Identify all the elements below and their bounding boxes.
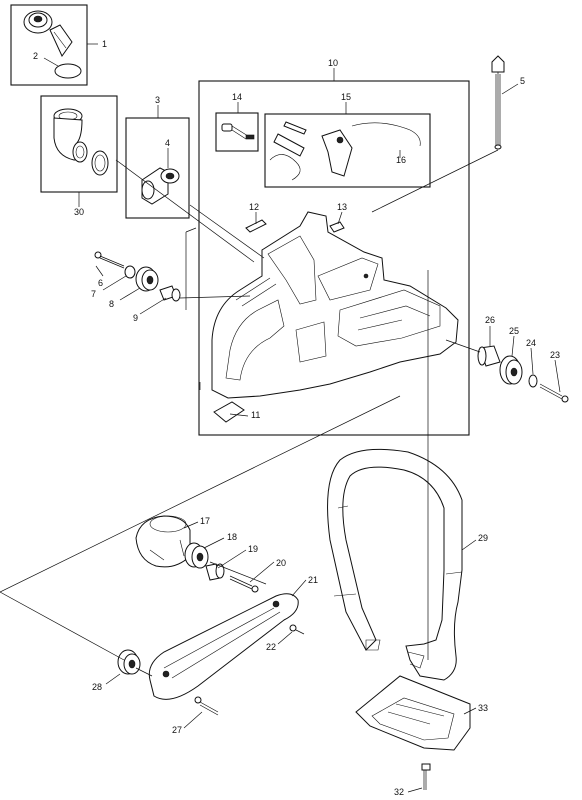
callout-3: 3 xyxy=(155,95,160,105)
callout-30: 30 xyxy=(74,207,84,217)
damper-part xyxy=(141,167,180,205)
washer-24-part xyxy=(528,374,538,388)
clip-part xyxy=(329,221,345,233)
collar-19-part xyxy=(205,563,225,581)
callout-12: 12 xyxy=(249,202,259,212)
pad-part xyxy=(213,401,245,423)
bolt-23-part xyxy=(539,383,569,403)
screw-32-part xyxy=(421,763,431,790)
callout-26: 26 xyxy=(485,315,495,325)
callout-9: 9 xyxy=(133,313,138,323)
callout-13: 13 xyxy=(337,202,347,212)
callout-11: 11 xyxy=(251,410,260,420)
bolt-27-part xyxy=(194,696,219,716)
damper-25-part xyxy=(499,355,523,385)
bolt-6-part xyxy=(94,251,125,269)
damper-28-part xyxy=(117,649,141,675)
leader-lines xyxy=(0,43,561,793)
callout-7: 7 xyxy=(91,289,96,299)
callout-27: 27 xyxy=(172,725,182,735)
callout-20: 20 xyxy=(276,558,286,568)
long-bolt-part xyxy=(491,55,505,150)
callout-22: 22 xyxy=(266,642,276,652)
callout-2: 2 xyxy=(33,51,38,61)
callout-24: 24 xyxy=(526,338,536,348)
callout-18: 18 xyxy=(227,532,237,542)
washer-7-part xyxy=(124,265,136,279)
callout-14: 14 xyxy=(232,92,242,102)
callout-16: 16 xyxy=(396,155,406,165)
callout-29: 29 xyxy=(478,533,488,543)
front-handle-part xyxy=(327,448,463,681)
screw-22-part xyxy=(289,624,305,635)
callout-17: 17 xyxy=(200,516,210,526)
callout-4: 4 xyxy=(165,138,170,148)
collar-9-part xyxy=(159,285,181,302)
callout-23: 23 xyxy=(550,350,560,360)
callout-19: 19 xyxy=(248,544,258,554)
callout-5: 5 xyxy=(520,76,525,86)
callout-8: 8 xyxy=(109,299,114,309)
damper-group-box xyxy=(125,117,190,219)
bracket-21-part xyxy=(148,593,299,700)
part-14-box xyxy=(215,112,259,152)
pin-part xyxy=(245,219,267,233)
throttle-parts xyxy=(269,121,421,181)
o-ring-part xyxy=(54,63,82,79)
elbow-part xyxy=(53,108,109,176)
cap-17-part xyxy=(135,515,191,568)
guard-part xyxy=(355,675,471,751)
spring-part xyxy=(221,123,255,140)
damper-18-part xyxy=(184,542,209,569)
throttle-parts-box xyxy=(264,113,431,188)
callout-6: 6 xyxy=(98,278,103,288)
callout-33: 33 xyxy=(478,703,488,713)
rear-handle-body xyxy=(211,211,459,399)
callout-25: 25 xyxy=(509,326,519,336)
callout-21: 21 xyxy=(308,575,318,585)
callout-10: 10 xyxy=(328,58,338,68)
cap-group-box xyxy=(10,4,88,86)
collar-26-part xyxy=(477,345,501,367)
cap-part xyxy=(23,10,73,57)
callout-1: 1 xyxy=(102,39,107,49)
callout-28: 28 xyxy=(92,682,102,692)
bolt-20-part xyxy=(229,575,259,593)
callout-32: 32 xyxy=(394,787,404,797)
damper-8-part xyxy=(135,266,159,292)
callout-15: 15 xyxy=(341,92,351,102)
